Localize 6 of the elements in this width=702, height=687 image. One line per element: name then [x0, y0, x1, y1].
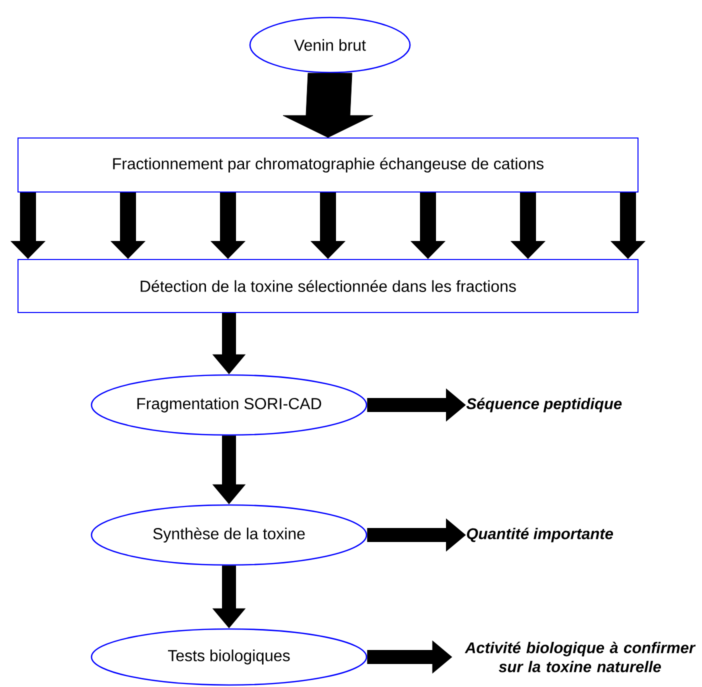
- process-box: Détection de la toxine sélectionnée dans les fractions: [18, 259, 638, 313]
- result-text: Activité biologique à confirmer sur la toxine naturelle: [464, 642, 696, 672]
- block-arrow: [282, 72, 374, 138]
- process-box: Fractionnement par chromatographie échangeuse de cations: [18, 138, 638, 192]
- result-text: Séquence peptidique: [466, 398, 622, 412]
- result-text: Quantité importante: [466, 528, 614, 542]
